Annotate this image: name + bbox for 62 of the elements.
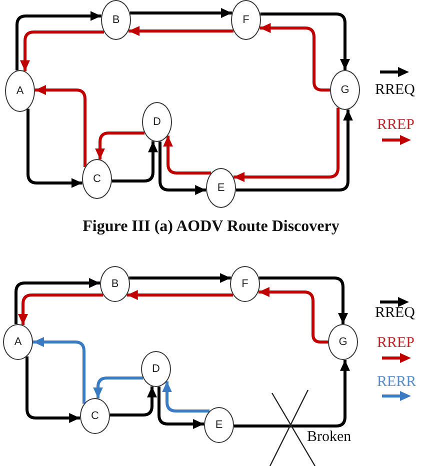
connector-arrow (126, 290, 234, 300)
node-circle (3, 324, 33, 360)
connector-arrow (110, 386, 157, 416)
node-label: C (91, 410, 99, 422)
connector-arrow (259, 276, 348, 324)
connector-arrow (260, 12, 350, 70)
node-label: D (153, 116, 161, 128)
legend-label: RERR (377, 375, 416, 390)
connector-arrow (129, 273, 231, 283)
connector-arrow (234, 108, 340, 182)
node-circle (82, 159, 112, 199)
connector-arrow (158, 142, 206, 195)
node-circle (5, 70, 35, 112)
node-label: E (217, 182, 225, 194)
node-circle (328, 324, 358, 360)
node-label: F (242, 278, 248, 290)
connector-arrow (18, 294, 104, 326)
connector-arrow (95, 132, 144, 160)
node-circle (230, 266, 260, 302)
connector-arrow (163, 136, 212, 174)
connector-arrow (20, 30, 104, 72)
node-circle (330, 70, 360, 110)
legend-label: RREP (377, 118, 415, 133)
node-circle (101, 0, 131, 40)
connector-arrow (158, 386, 204, 429)
node-label: G (340, 84, 350, 96)
node-label: G (338, 336, 348, 348)
connector-arrow (93, 376, 143, 398)
note-text: Broken (307, 430, 352, 445)
connector-arrow (112, 141, 158, 182)
legend-label: RREQ (375, 306, 416, 321)
figure-caption: Figure III (a) AODV Route Discovery (82, 219, 340, 235)
connector-arrow (14, 278, 100, 324)
node-label: F (242, 14, 250, 26)
node-circle (141, 351, 171, 387)
connector-arrow (128, 26, 234, 36)
node-label: E (215, 420, 223, 430)
legend-label: RREQ (375, 83, 416, 98)
connector-arrow (34, 85, 86, 167)
node-circle (100, 266, 130, 302)
node-circle (231, 0, 261, 40)
connector-arrow (130, 8, 232, 18)
connector-arrow (162, 381, 210, 412)
connector-arrow (26, 356, 80, 423)
connector-arrow (234, 360, 350, 428)
node-label: B (112, 14, 120, 26)
node-label: C (93, 174, 101, 184)
connector-arrow (260, 23, 330, 92)
connector-arrow (258, 287, 328, 344)
node-label: D (152, 364, 160, 374)
legend-label: RREP (377, 336, 415, 351)
node-label: A (14, 336, 22, 348)
node-circle (206, 168, 236, 208)
node-label: A (16, 86, 24, 96)
connector-arrow (26, 108, 82, 188)
connector-arrow (33, 337, 86, 404)
node-circle (80, 398, 110, 434)
node-circle (142, 102, 172, 142)
connector-arrow (236, 110, 353, 192)
connector-arrow (16, 11, 102, 70)
node-label: B (111, 278, 119, 290)
node-circle (204, 407, 234, 443)
